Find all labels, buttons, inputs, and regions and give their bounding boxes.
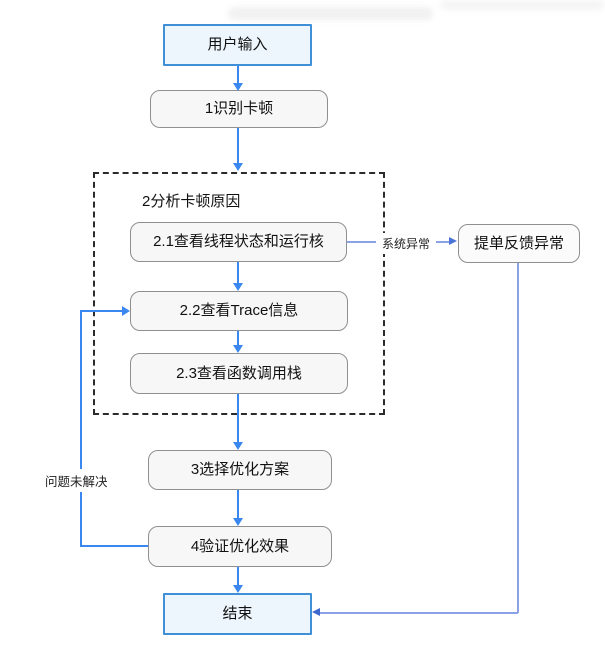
edge-line-step4-left bbox=[80, 545, 148, 547]
edge-label-problem-unsolved: 问题未解决 bbox=[42, 469, 111, 492]
edge-line-ticket-down bbox=[517, 263, 519, 613]
node-step2-1-thread-status: 2.1查看线程状态和运行核 bbox=[130, 222, 347, 262]
arrow-head-into-end bbox=[312, 608, 320, 616]
arrow-head-step21-step22 bbox=[233, 283, 243, 291]
arrow-head-step1-group2 bbox=[233, 163, 243, 171]
shadow-artifact bbox=[228, 7, 433, 20]
node-user-input-label: 用户输入 bbox=[207, 36, 268, 53]
node-step2-3-call-stack: 2.3查看函数调用栈 bbox=[130, 353, 348, 394]
node-step2-1-label: 2.1查看线程状态和运行核 bbox=[153, 233, 324, 250]
edge-label-system-exception: 系统异常 bbox=[376, 233, 436, 254]
arrow-head-into-ticket bbox=[449, 237, 457, 245]
edge-line-step21-syslabel bbox=[347, 241, 377, 243]
arrow-head-step4-end bbox=[233, 585, 243, 593]
shadow-artifact bbox=[440, 0, 605, 10]
arrow-head-userinput-step1 bbox=[233, 83, 243, 91]
group-analyze-cause bbox=[93, 172, 385, 415]
node-step1-label: 1识别卡顿 bbox=[204, 100, 274, 117]
edge-line-ticket-to-end bbox=[320, 612, 518, 614]
node-step1-identify-lag: 1识别卡顿 bbox=[150, 90, 328, 128]
arrow-line-group2-step3 bbox=[237, 394, 239, 442]
edge-line-syslabel-ticket bbox=[430, 241, 449, 243]
arrow-head-into-step22 bbox=[122, 306, 130, 316]
node-step3-choose-plan: 3选择优化方案 bbox=[148, 450, 332, 490]
node-step3-label: 3选择优化方案 bbox=[190, 461, 290, 478]
arrow-head-step3-step4 bbox=[233, 518, 243, 526]
edge-line-feedback-up bbox=[80, 310, 82, 547]
node-step2-2-label: 2.2查看Trace信息 bbox=[179, 302, 299, 319]
node-ticket-feedback-label: 提单反馈异常 bbox=[473, 234, 564, 252]
node-end-label: 结束 bbox=[222, 605, 253, 622]
arrow-line-step1-group2 bbox=[237, 128, 239, 163]
arrow-head-step22-step23 bbox=[233, 345, 243, 353]
arrow-line-step4-end bbox=[237, 567, 239, 585]
node-end: 结束 bbox=[163, 593, 312, 635]
edge-line-feedback-right bbox=[80, 310, 122, 312]
arrow-line-step21-step22 bbox=[237, 262, 239, 283]
node-step2-3-label: 2.3查看函数调用栈 bbox=[176, 364, 302, 382]
group-analyze-cause-label: 2分析卡顿原因 bbox=[142, 193, 241, 210]
node-ticket-feedback: 提单反馈异常 bbox=[458, 224, 580, 263]
node-user-input: 用户输入 bbox=[163, 24, 312, 66]
arrow-head-group2-step3 bbox=[233, 442, 243, 450]
arrow-line-step3-step4 bbox=[237, 490, 239, 518]
arrow-line-userinput-step1 bbox=[237, 66, 239, 84]
node-step4-label: 4验证优化效果 bbox=[190, 537, 290, 555]
node-step2-2-trace-info: 2.2查看Trace信息 bbox=[130, 291, 348, 331]
node-step4-verify-effect: 4验证优化效果 bbox=[148, 526, 332, 567]
arrow-line-step22-step23 bbox=[237, 331, 239, 345]
